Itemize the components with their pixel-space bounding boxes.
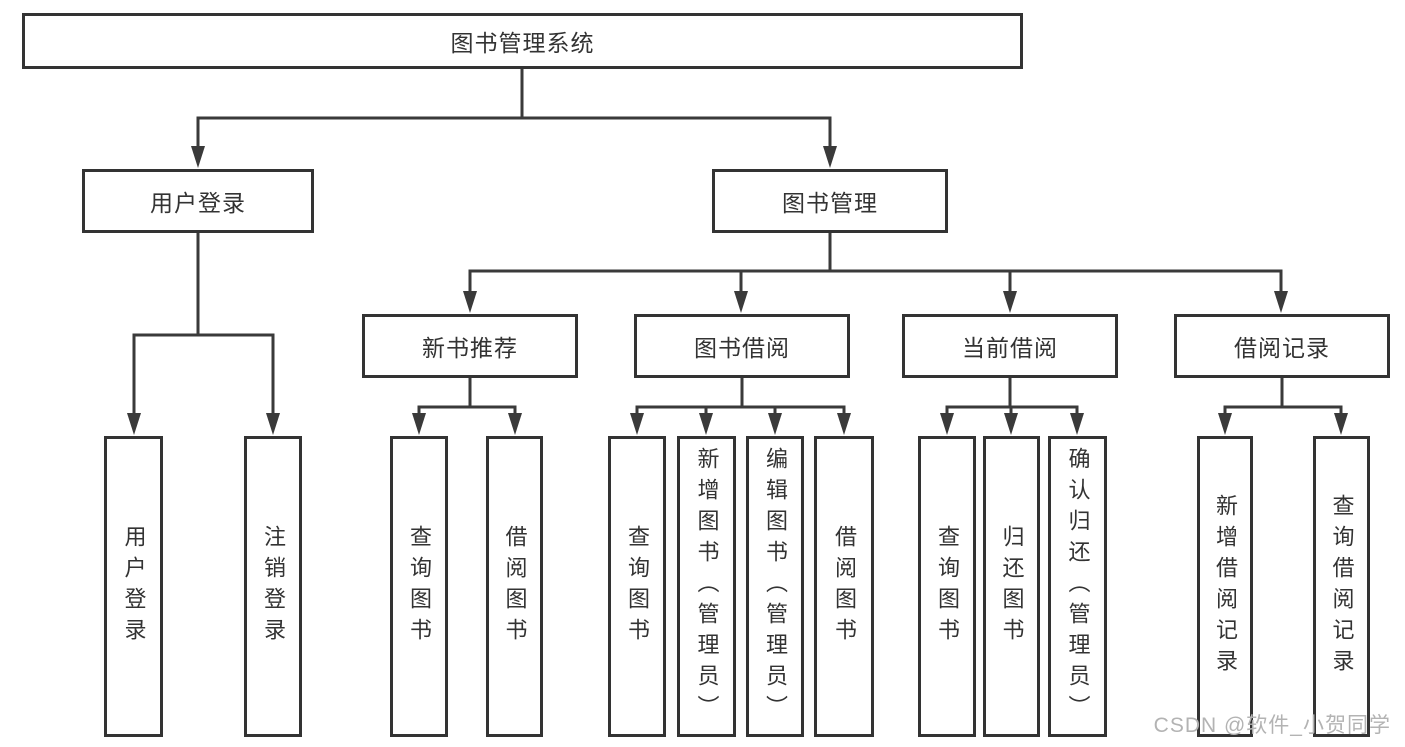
node-borrowing-records: 借阅记录 [1174, 314, 1390, 378]
leaf-query-borrow-record: 查询借阅记录 [1313, 436, 1370, 737]
leaf-add-borrow-record: 新增借阅记录 [1197, 436, 1253, 737]
node-book-borrowing: 图书借阅 [634, 314, 850, 378]
leaf-borrow-books-recommend: 借阅图书 [486, 436, 543, 737]
leaf-query-books-recommend: 查询图书 [390, 436, 448, 737]
leaf-add-books-admin: 新增图书（管理员） [677, 436, 736, 737]
leaf-return-books: 归还图书 [983, 436, 1040, 737]
leaf-query-books-current: 查询图书 [918, 436, 976, 737]
node-current-borrowing: 当前借阅 [902, 314, 1118, 378]
leaf-user-login: 用户登录 [104, 436, 163, 737]
node-new-book-recommend: 新书推荐 [362, 314, 578, 378]
csdn-watermark: CSDN @软件_小贺同学 [1153, 714, 1391, 737]
node-book-management: 图书管理 [712, 169, 948, 233]
leaf-edit-books-admin: 编辑图书（管理员） [746, 436, 804, 737]
leaf-confirm-return-admin: 确认归还（管理员） [1048, 436, 1107, 737]
leaf-query-books-borrowing: 查询图书 [608, 436, 666, 737]
leaf-borrow-books: 借阅图书 [814, 436, 874, 737]
node-user-login: 用户登录 [82, 169, 314, 233]
node-root-system: 图书管理系统 [22, 13, 1023, 69]
leaf-logout: 注销登录 [244, 436, 302, 737]
arrowheads [127, 146, 1348, 435]
